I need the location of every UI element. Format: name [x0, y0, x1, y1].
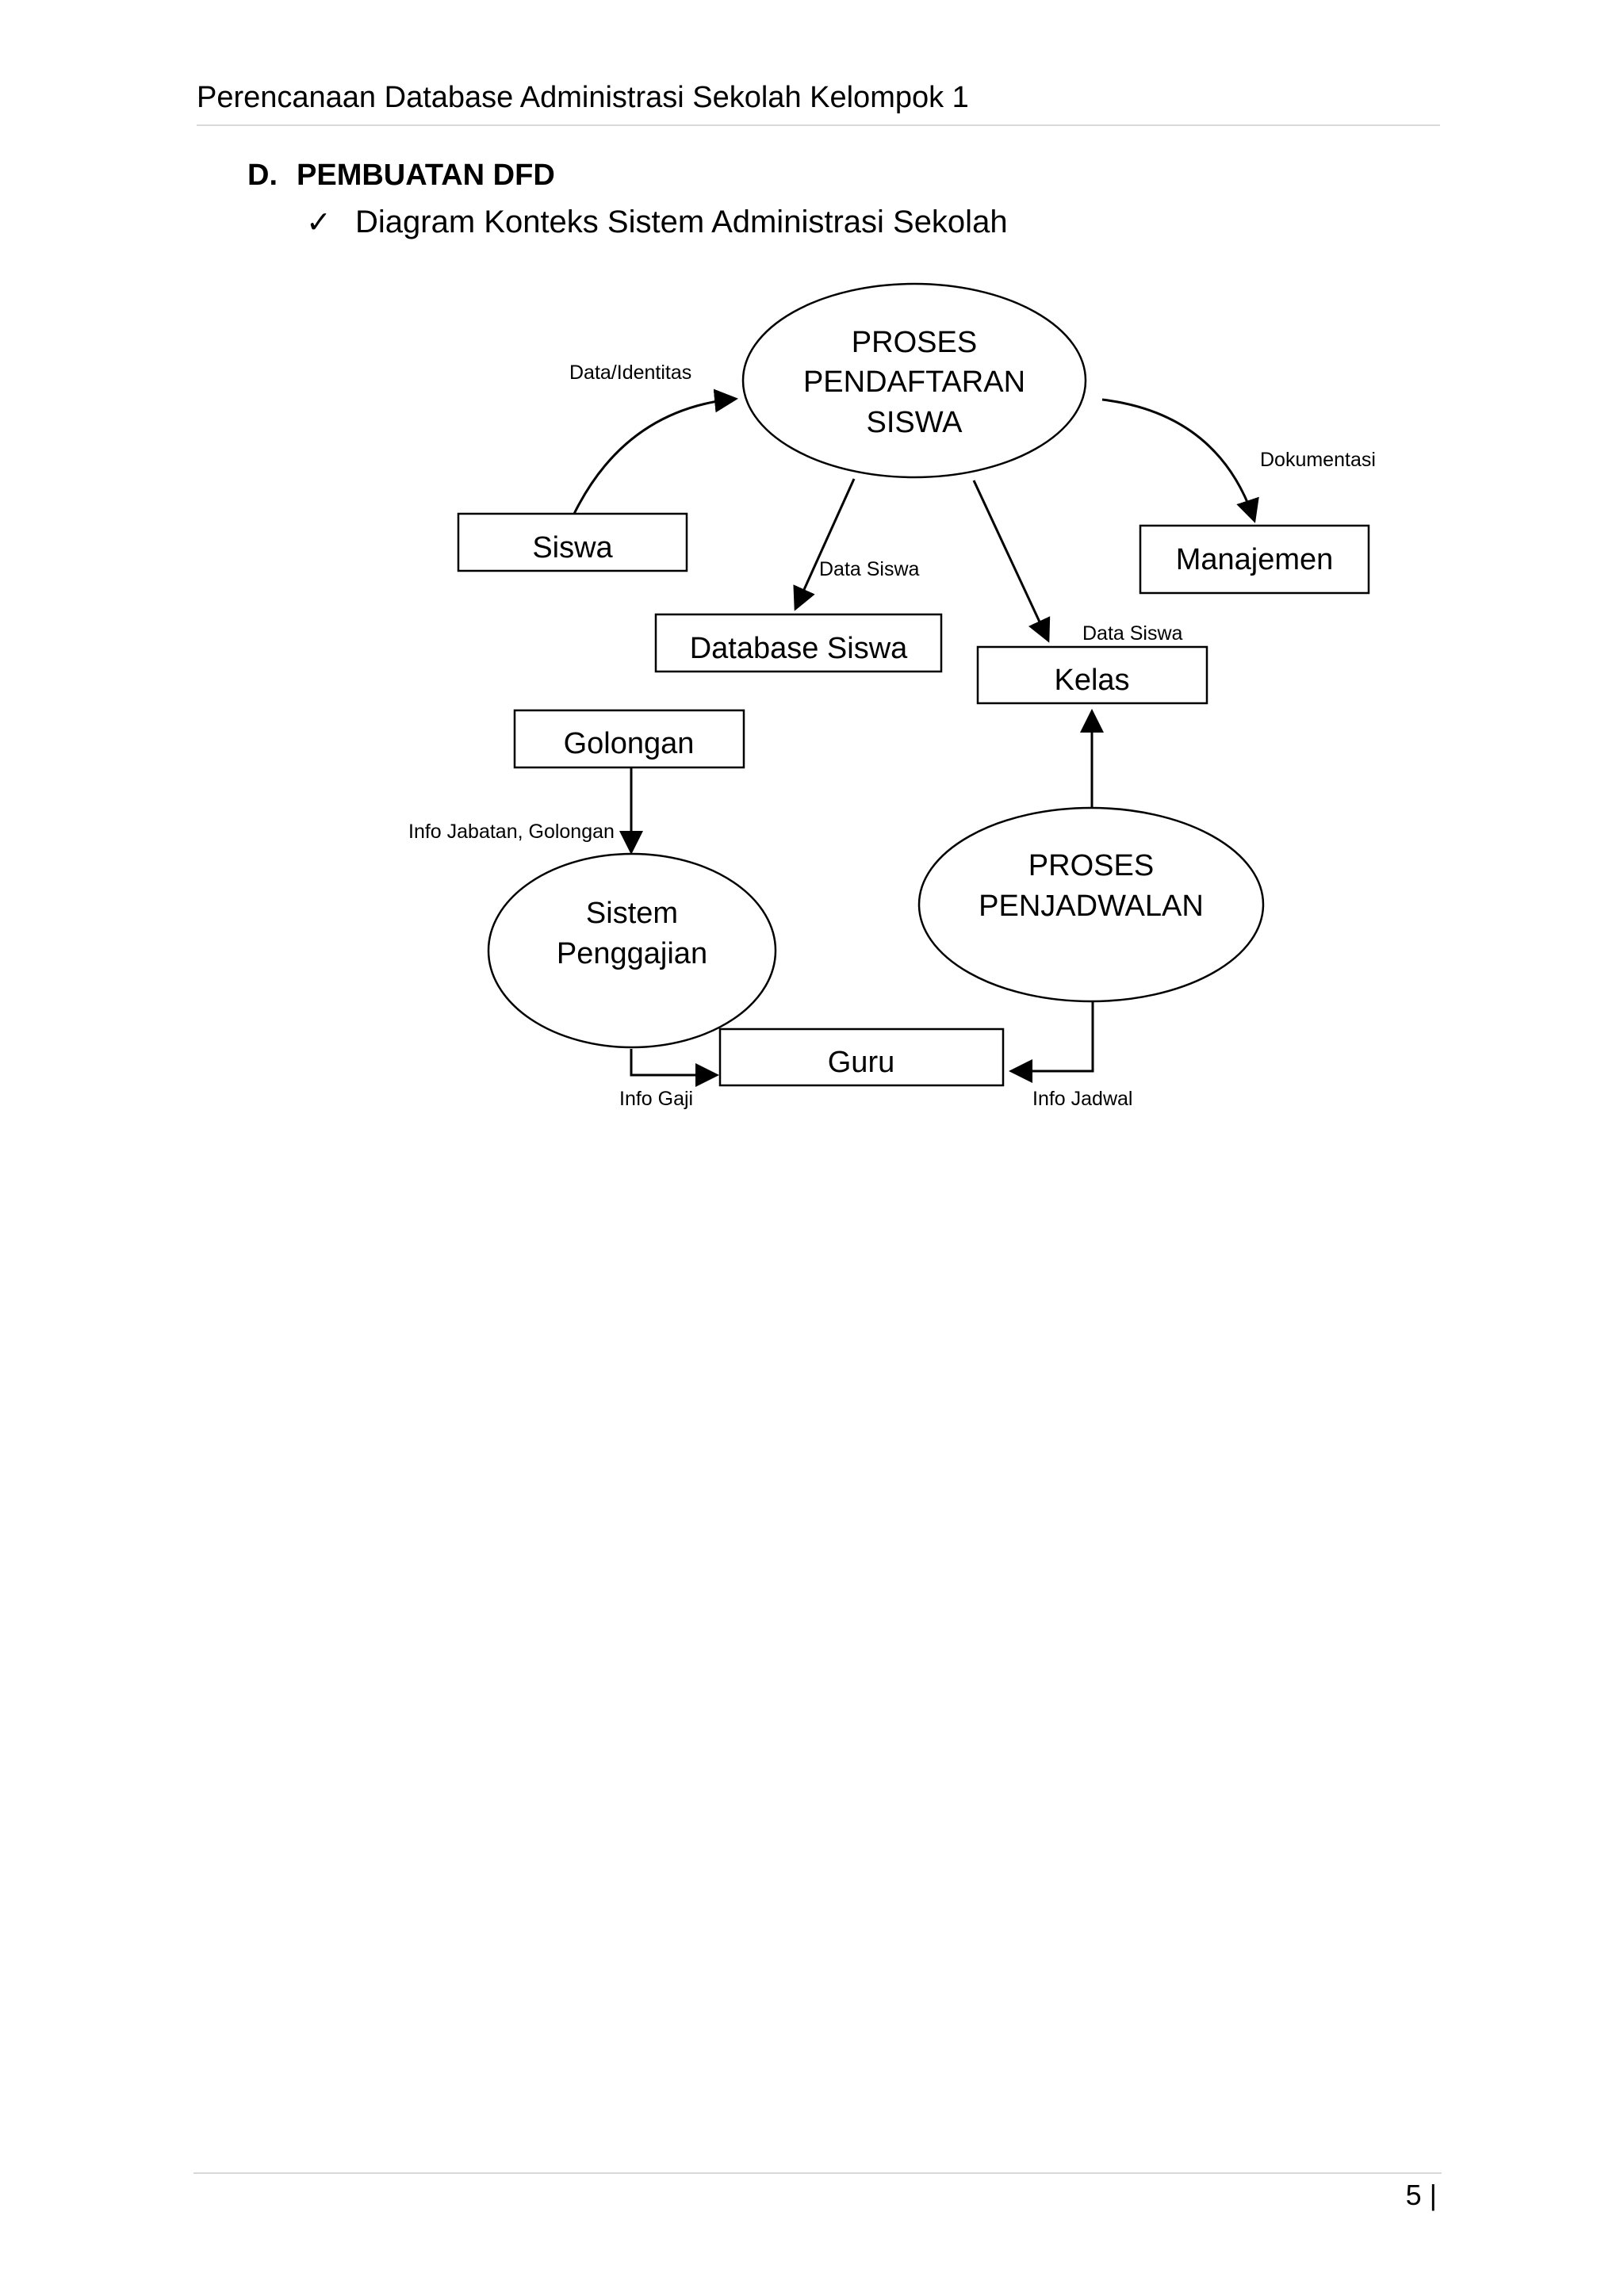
footer-divider	[193, 2172, 1442, 2174]
section-heading: D. PEMBUATAN DFD	[247, 159, 555, 193]
entity-golongan: Golongan	[513, 709, 745, 769]
entity-kelas: Kelas	[976, 645, 1208, 705]
page-number: 5 |	[1405, 2179, 1437, 2211]
process-sistem-penggajian: Sistem Penggajian	[487, 852, 777, 1049]
subsection-title: Diagram Konteks Sistem Administrasi Seko…	[355, 205, 1008, 239]
entity-manajemen-label: Manajemen	[1176, 543, 1334, 576]
subsection-item: ✓ Diagram Konteks Sistem Administrasi Se…	[306, 205, 1008, 240]
entity-database-siswa-label: Database Siswa	[690, 632, 908, 665]
section-title: PEMBUATAN DFD	[297, 159, 555, 192]
flow-data-siswa-db-label: Data Siswa	[819, 558, 920, 580]
page-header-title: Perencanaan Database Administrasi Sekola…	[197, 81, 969, 114]
process-penjadwalan: PROSES PENJADWALAN	[917, 806, 1265, 1003]
flow-info-jadwal: Info Jadwal	[1009, 1002, 1132, 1110]
flow-data-siswa-database: Data Siswa	[793, 478, 920, 611]
flow-data-identitas-label: Data/Identitas	[569, 362, 691, 384]
entity-manajemen: Manajemen	[1139, 524, 1370, 595]
entity-database-siswa: Database Siswa	[654, 613, 943, 673]
process-pendaftaran-line-1: PROSES	[852, 326, 977, 359]
flow-info-gaji: Info Gaji	[619, 1049, 719, 1110]
process-pendaftaran-line-3: SISWA	[866, 406, 963, 439]
flow-info-jadwal-label: Info Jadwal	[1032, 1088, 1132, 1110]
process-penggajian-line-1: Sistem	[586, 897, 678, 930]
flow-info-jabatan-label: Info Jabatan, Golongan	[408, 821, 615, 843]
flow-data-siswa-kelas-label: Data Siswa	[1082, 622, 1183, 645]
entity-guru: Guru	[718, 1027, 1005, 1087]
flow-info-gaji-label: Info Gaji	[619, 1088, 693, 1110]
flow-dokumentasi: Dokumentasi	[1101, 398, 1376, 523]
process-penjadwalan-line-1: PROSES	[1028, 849, 1154, 882]
section-letter: D.	[247, 159, 278, 192]
process-pendaftaran-line-2: PENDAFTARAN	[803, 365, 1025, 399]
process-penjadwalan-line-2: PENJADWALAN	[979, 890, 1204, 923]
entity-golongan-label: Golongan	[564, 727, 695, 760]
flow-dokumentasi-label: Dokumentasi	[1260, 449, 1376, 471]
process-penggajian-line-2: Penggajian	[557, 937, 707, 970]
flow-data-siswa-kelas: Data Siswa	[972, 480, 1183, 645]
entity-siswa: Siswa	[457, 512, 688, 572]
flow-data-identitas: Data/Identitas	[569, 362, 738, 515]
entity-kelas-label: Kelas	[1054, 664, 1129, 697]
process-pendaftaran-siswa: PROSES PENDAFTARAN SISWA	[741, 282, 1087, 479]
header-divider	[197, 124, 1440, 126]
entity-siswa-label: Siswa	[532, 531, 613, 564]
checkmark-icon: ✓	[306, 206, 331, 239]
entity-guru-label: Guru	[828, 1046, 894, 1079]
flow-info-jabatan-golongan: Info Jabatan, Golongan	[408, 767, 643, 855]
